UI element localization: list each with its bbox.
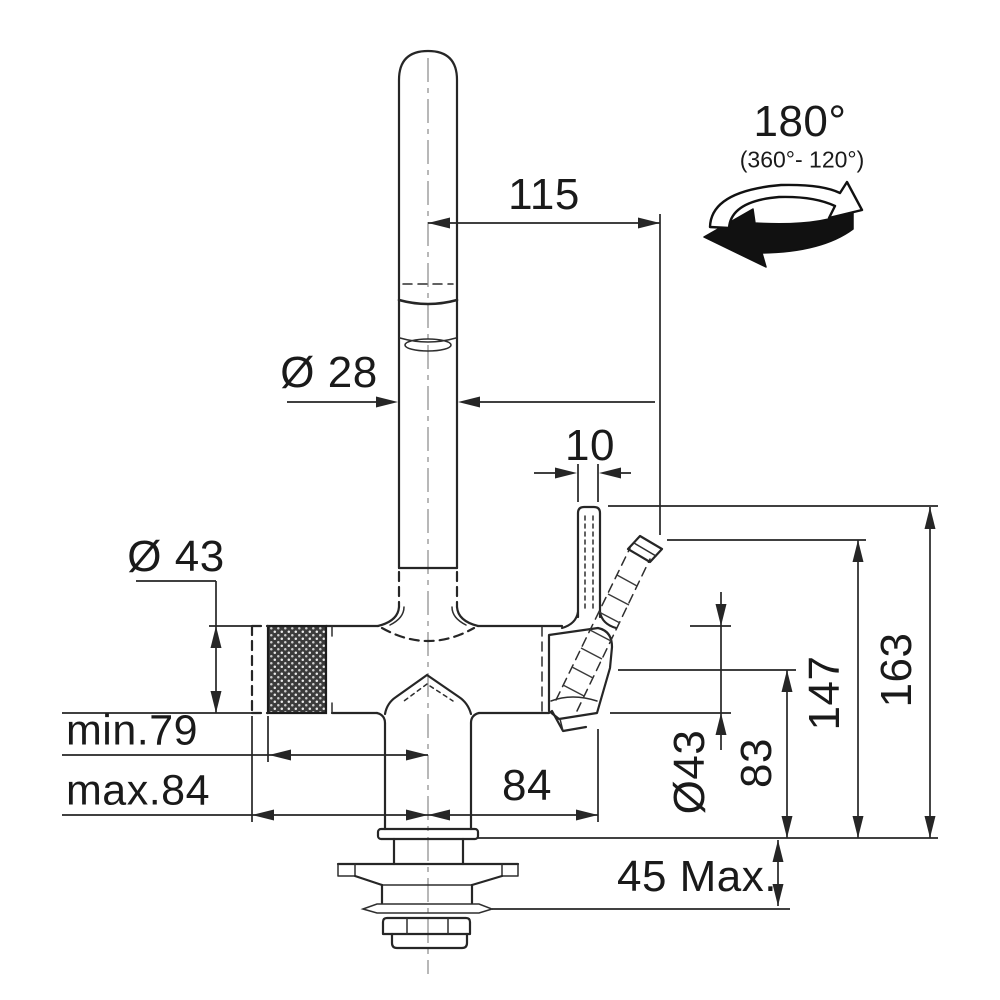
- rotation-arrows-icon: [703, 180, 864, 268]
- dim-body-diameter-label: Ø 43: [127, 532, 225, 581]
- rotation-arrow-front: [708, 180, 864, 230]
- knob-extended-phantom: [250, 624, 270, 715]
- faucet-column: [383, 721, 473, 831]
- lever-open-phantom: [555, 534, 664, 712]
- faucet-body: [324, 624, 564, 715]
- base-flange: [376, 827, 480, 841]
- lever-handle: [560, 505, 618, 630]
- lever-rod: [576, 505, 602, 619]
- dim-handle-open-height-label: 147: [800, 655, 849, 731]
- dim-lever-width-label: 10: [565, 421, 615, 470]
- mounting-nut: [381, 916, 472, 936]
- spout-tube: [397, 49, 459, 570]
- dim-spout-diameter-label: Ø 28: [280, 348, 378, 397]
- threaded-shank: [390, 932, 469, 950]
- dim-valve-center-height-label: 83: [732, 738, 781, 788]
- dim-total-height-label: 163: [872, 632, 921, 708]
- lever-tip-cap: [626, 534, 664, 564]
- aerator: [399, 337, 457, 343]
- dimension-lines: [62, 214, 938, 910]
- knurled-knob: [250, 624, 333, 715]
- dim-body-length-max-label: max.84: [65, 766, 211, 815]
- dim-handle-offset-label: 84: [502, 761, 552, 810]
- rotation-arrow-back: [703, 208, 854, 268]
- faucet-outline: [250, 49, 664, 950]
- dim-deck-thickness-label: 45 Max.: [616, 852, 778, 901]
- dim-spout-reach-label: 115: [508, 170, 580, 219]
- rotation-angle-label: 180°: [753, 97, 847, 146]
- dim-valve-diameter-label: Ø43: [665, 729, 714, 815]
- dim-body-length-min-label: min.79: [65, 706, 199, 755]
- mounting-hardware: [336, 837, 520, 950]
- side-valve: [541, 626, 614, 733]
- rotation-range-label: (360°- 120°): [739, 146, 865, 173]
